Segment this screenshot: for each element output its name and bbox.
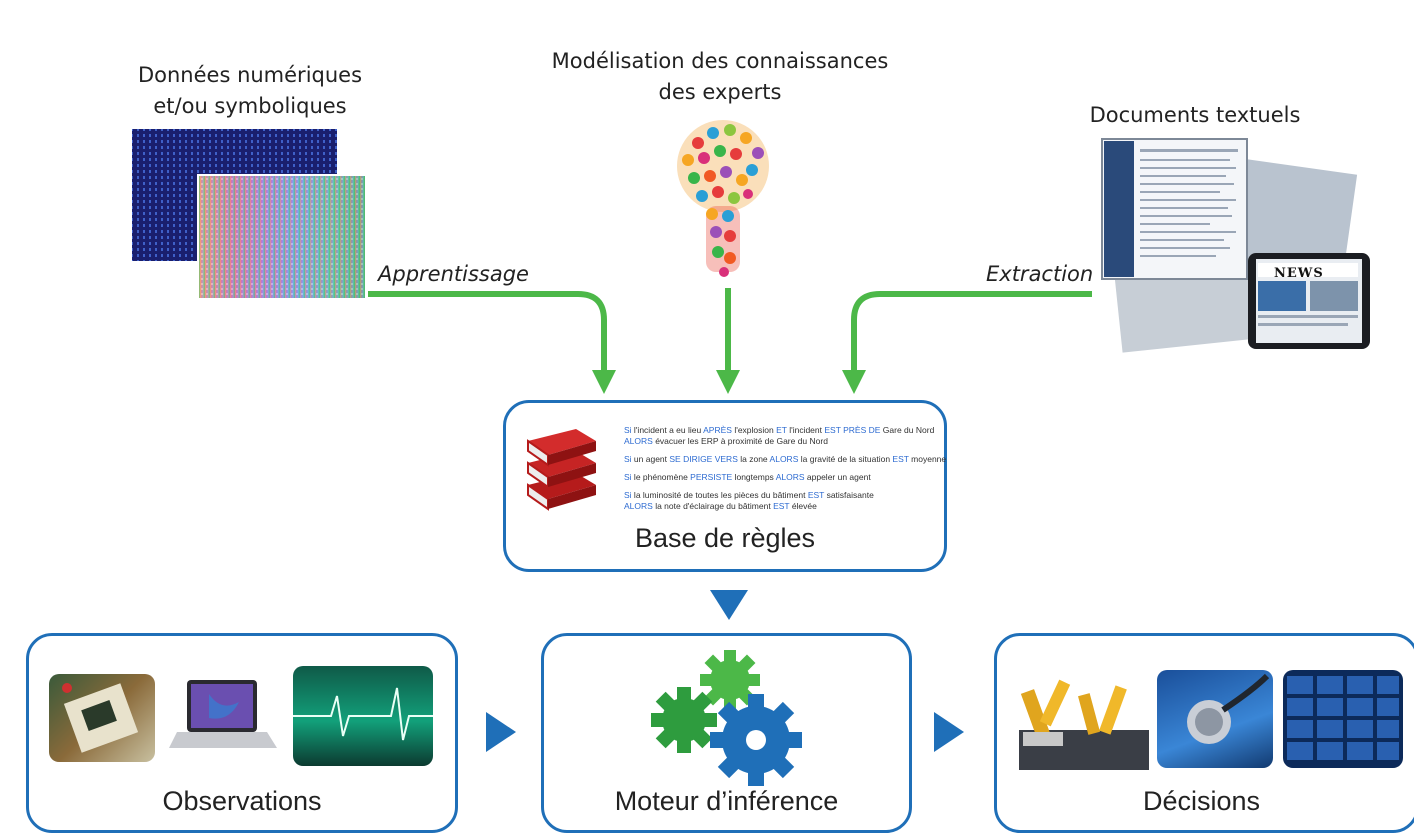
rule-keyword: ALORS <box>769 454 799 464</box>
rule-text: Gare du Nord <box>880 425 935 435</box>
rule-keyword: APRÈS <box>703 425 732 435</box>
rule-keyword: Si <box>624 490 632 500</box>
numeric-data-image <box>130 127 370 302</box>
rule-line-6: ALORS la note d'éclairage du bâtiment ES… <box>624 501 817 512</box>
rule-keyword: ALORS <box>624 436 653 446</box>
gears-icon <box>644 644 824 794</box>
rule-line-2: ALORS évacuer les ERP à proximité de Gar… <box>624 436 828 447</box>
observations-title: Observations <box>162 786 322 816</box>
rule-keyword: EST <box>773 501 790 511</box>
books-icon <box>518 423 602 511</box>
news-headline: NEWS <box>1274 266 1324 281</box>
experts-source-label-line1: Modélisation des connaissances <box>551 49 889 73</box>
rule-text: le phénomène <box>631 472 691 482</box>
rule-base-title: Base de règles <box>634 523 816 553</box>
rule-text: moyenne <box>908 454 947 464</box>
observations-box: Observations <box>26 633 458 833</box>
rule-text: la gravité de la situation <box>798 454 893 464</box>
decisions-box: Décisions <box>994 633 1414 833</box>
rule-keyword: Si <box>624 454 632 464</box>
rule-keyword: EST <box>807 490 825 500</box>
rule-keyword: ALORS <box>624 501 653 511</box>
experts-source-label: Modélisation des connaissances des exper… <box>520 46 920 108</box>
rule-keyword: EST <box>892 454 909 464</box>
rule-text: la note d'éclairage du bâtiment <box>652 501 774 511</box>
rule-text: la luminosité de toutes les pièces du bâ… <box>631 490 808 500</box>
rule-keyword: SE DIRIGE VERS <box>669 454 738 464</box>
rule-text: longtemps <box>732 472 776 482</box>
experts-image <box>668 118 778 280</box>
rule-text: l'incident <box>786 425 825 435</box>
rule-keyword: PERSISTE <box>690 472 733 482</box>
rule-keyword: ALORS <box>775 472 805 482</box>
rule-keyword: ET <box>776 425 787 435</box>
extraction-arrow <box>851 291 1092 372</box>
extraction-arrowhead <box>842 370 866 394</box>
rule-line-4: Si le phénomène PERSISTE longtemps ALORS… <box>624 472 871 483</box>
rule-keyword: Si <box>624 425 632 435</box>
rule-text: évacuer les ERP à proximité de Gare du N… <box>652 436 828 446</box>
laptop-image <box>169 672 279 772</box>
rule-keyword: EST PRÈS DE <box>824 425 881 435</box>
learning-label: Apprentissage <box>378 262 529 286</box>
rule-keyword: Si <box>624 472 632 482</box>
right-triangle-1 <box>486 712 516 752</box>
rule-text: appeler un agent <box>804 472 871 482</box>
inference-engine-title: Moteur d’inférence <box>614 786 839 816</box>
data-source-label-line2: et/ou symboliques <box>153 94 347 118</box>
experts-source-label-line2: des experts <box>658 80 782 104</box>
down-triangle <box>710 590 748 620</box>
rule-line-3: Si un agent SE DIRIGE VERS la zone ALORS… <box>624 454 946 465</box>
decisions-title: Décisions <box>1142 786 1261 816</box>
inference-engine-box: Moteur d’inférence <box>541 633 912 833</box>
documents-image: NEWS <box>1098 135 1373 353</box>
electronics-image <box>49 674 155 762</box>
docs-source-label: Documents textuels <box>1089 103 1301 127</box>
data-source-label-line1: Données numériques <box>137 63 363 87</box>
learning-arrowhead <box>592 370 616 394</box>
rule-line-5: Si la luminosité de toutes les pièces du… <box>624 490 874 501</box>
learning-arrow <box>368 291 607 372</box>
robot-arms-image <box>1019 670 1149 770</box>
extraction-label: Extraction <box>986 262 1094 286</box>
experts-arrowhead <box>716 370 740 394</box>
rule-text: élevée <box>789 501 817 511</box>
rule-text: la zone <box>737 454 770 464</box>
data-source-label: Données numériques et/ou symboliques <box>120 60 380 122</box>
video-wall-image <box>1283 670 1403 768</box>
ecg-monitor-image <box>293 666 433 766</box>
rule-text: un agent <box>631 454 670 464</box>
rule-text: satisfaisante <box>824 490 874 500</box>
rule-base-box: Si l'incident a eu lieu APRÈS l'explosio… <box>503 400 947 572</box>
right-triangle-2 <box>934 712 964 752</box>
rule-text: l'explosion <box>731 425 777 435</box>
rule-text: l'incident a eu lieu <box>631 425 704 435</box>
rule-line-1: Si l'incident a eu lieu APRÈS l'explosio… <box>624 425 934 436</box>
stethoscope-image <box>1157 670 1273 768</box>
